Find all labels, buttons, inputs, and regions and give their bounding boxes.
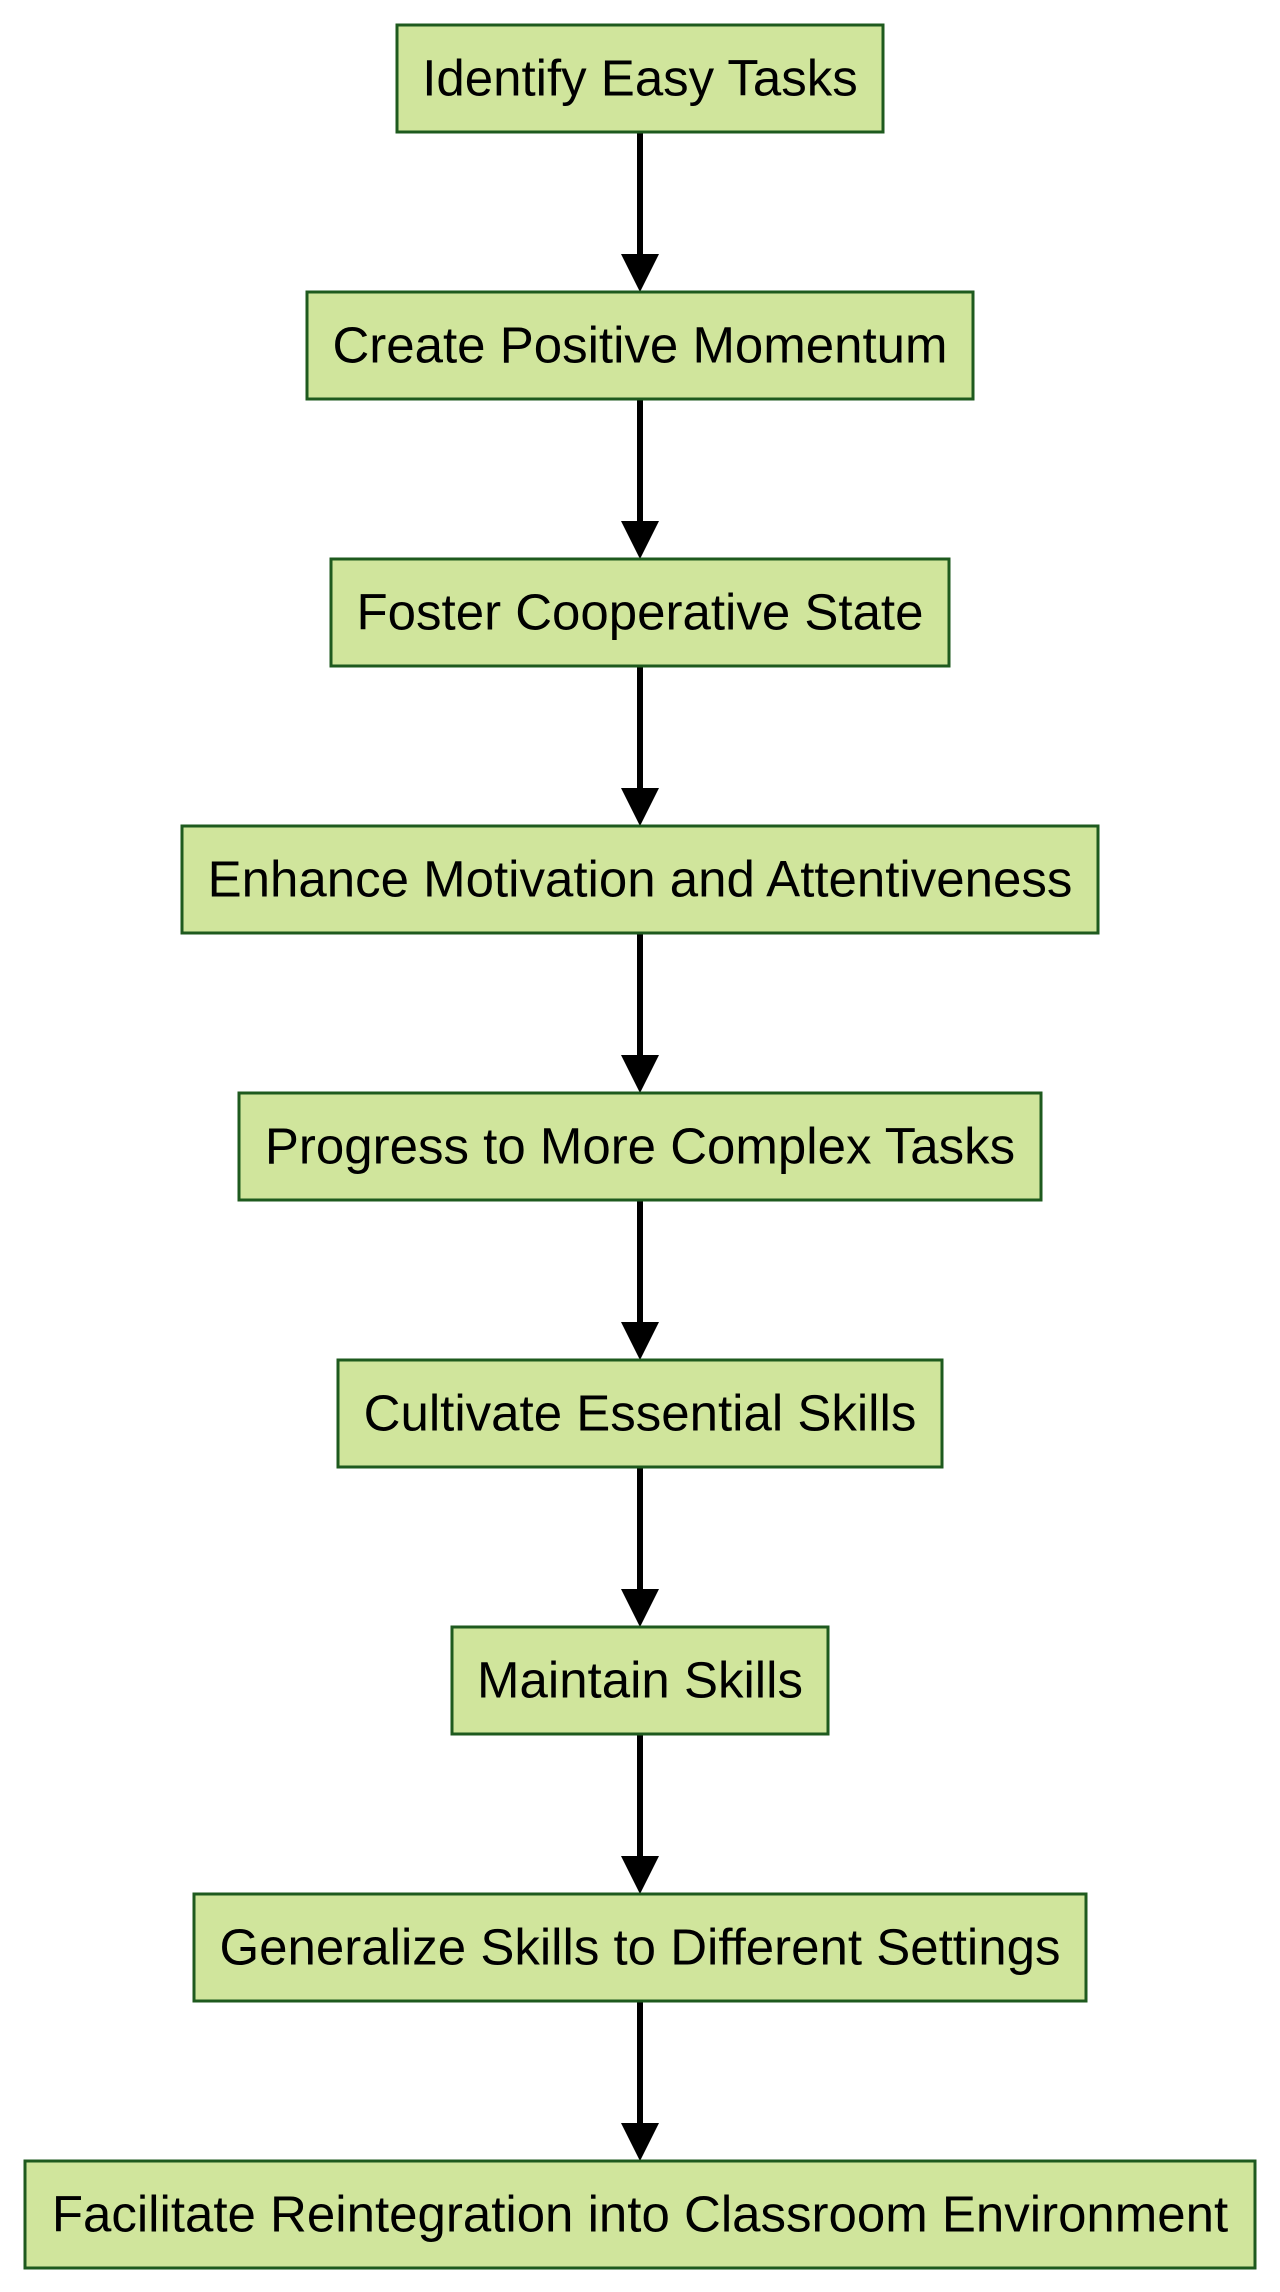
node-label: Facilitate Reintegration into Classroom … bbox=[52, 2186, 1228, 2243]
node-box bbox=[450, 1625, 830, 1736]
arrowhead bbox=[621, 521, 659, 559]
node-box bbox=[23, 2159, 1257, 2270]
node-label: Maintain Skills bbox=[477, 1652, 803, 1709]
arrowhead bbox=[621, 788, 659, 826]
node-cultivate-essential-skills: Cultivate Essential Skills bbox=[336, 1358, 944, 1469]
node-maintain-skills: Maintain Skills bbox=[450, 1625, 830, 1736]
node-create-positive-momentum: Create Positive Momentum bbox=[305, 290, 975, 401]
node-label: Create Positive Momentum bbox=[332, 317, 947, 374]
edges bbox=[621, 132, 659, 2161]
node-box bbox=[395, 23, 885, 134]
node-enhance-motivation-and-attentiveness: Enhance Motivation and Attentiveness bbox=[180, 824, 1100, 935]
node-box bbox=[192, 1892, 1088, 2003]
node-generalize-skills-to-different-settings: Generalize Skills to Different Settings bbox=[192, 1892, 1088, 2003]
node-box bbox=[180, 824, 1100, 935]
node-label: Progress to More Complex Tasks bbox=[265, 1118, 1015, 1175]
node-label: Enhance Motivation and Attentiveness bbox=[208, 851, 1073, 908]
node-label: Identify Easy Tasks bbox=[422, 50, 858, 107]
node-identify-easy-tasks: Identify Easy Tasks bbox=[395, 23, 885, 134]
arrowhead bbox=[621, 1322, 659, 1360]
node-progress-to-more-complex-tasks: Progress to More Complex Tasks bbox=[237, 1091, 1043, 1202]
node-label: Generalize Skills to Different Settings bbox=[220, 1919, 1061, 1976]
node-label: Cultivate Essential Skills bbox=[364, 1385, 917, 1442]
node-box bbox=[329, 557, 951, 668]
arrowhead bbox=[621, 254, 659, 292]
arrowhead bbox=[621, 2123, 659, 2161]
node-foster-cooperative-state: Foster Cooperative State bbox=[329, 557, 951, 668]
arrowhead bbox=[621, 1055, 659, 1093]
node-box bbox=[305, 290, 975, 401]
arrowhead bbox=[621, 1856, 659, 1894]
node-box bbox=[237, 1091, 1043, 1202]
node-label: Foster Cooperative State bbox=[357, 584, 924, 641]
node-facilitate-reintegration-into-classroom-environment: Facilitate Reintegration into Classroom … bbox=[23, 2159, 1257, 2270]
arrowhead bbox=[621, 1589, 659, 1627]
node-box bbox=[336, 1358, 944, 1469]
